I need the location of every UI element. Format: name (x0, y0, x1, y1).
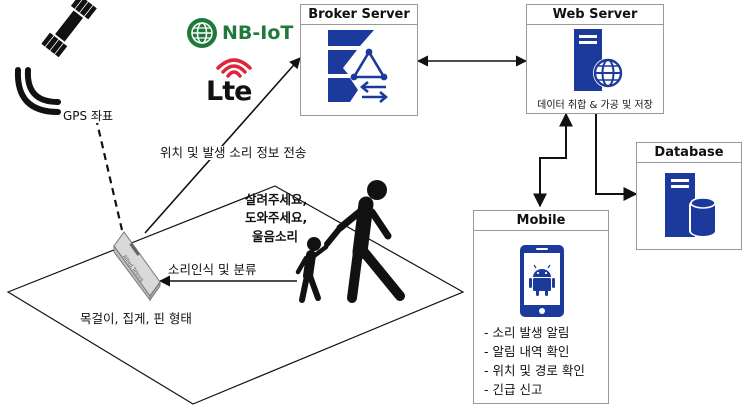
broker-server-title: Broker Server (301, 5, 417, 25)
adult-figure-icon (324, 180, 405, 303)
ground-plane (6, 185, 465, 405)
mobile-feature-item: - 위치 및 경로 확인 (484, 363, 585, 378)
shout-line-2: 도와주세요, (245, 210, 308, 225)
mobile-feature-item: - 소리 발생 알림 (484, 325, 570, 340)
database-icon (665, 173, 716, 237)
sound-recognition-label: 소리인식 및 분류 (168, 262, 257, 277)
transmit-label: 위치 및 발생 소리 정보 전송 (160, 145, 307, 160)
gps-label: GPS 좌표 (63, 109, 114, 123)
lte-logo: Lte (206, 56, 266, 108)
device-to-broker-arrow (144, 57, 301, 234)
web-server-title: Web Server (527, 5, 663, 25)
web-database-arrow (595, 114, 638, 201)
smartphone-icon (520, 245, 564, 317)
android-icon (529, 264, 555, 296)
mobile-feature-list: - 소리 발생 알림 - 알림 내역 확인 - 위치 및 경로 확인 - 긴급 … (484, 323, 585, 399)
broker-server-icon (328, 30, 389, 103)
shout-line-3: 울음소리 (252, 229, 299, 244)
web-server-icon (574, 29, 623, 91)
device-form-label: 목걸이, 집게, 핀 형태 (80, 311, 192, 326)
satellite-icon (14, 0, 97, 115)
globe-icon (187, 18, 217, 48)
shout-line-1: 살려주세요, (245, 192, 308, 207)
web-server-box: Web Server 데이터 취합 & 가공 및 저장 (526, 4, 664, 114)
iot-device-icon (113, 231, 161, 302)
web-mobile-arrow (533, 112, 573, 208)
database-title: Database (637, 143, 741, 163)
mobile-feature-item: - 알림 내역 확인 (484, 344, 570, 359)
lte-signal-icon (216, 58, 252, 78)
lte-logo-text: Lte (206, 76, 252, 107)
broker-server-box: Broker Server (300, 4, 418, 116)
web-server-caption: 데이터 취합 & 가공 및 저장 (537, 100, 653, 111)
database-box: Database (636, 142, 742, 250)
nbiot-logo-text: NB-IoT (222, 22, 294, 44)
mobile-title: Mobile (474, 211, 608, 231)
child-figure-icon (295, 237, 329, 303)
mobile-box: Mobile - 소리 발생 알림 - 알림 내역 확인 - 위치 및 경로 (473, 210, 609, 404)
mobile-feature-item: - 긴급 신고 (484, 382, 543, 397)
gps-link-line (94, 117, 124, 231)
